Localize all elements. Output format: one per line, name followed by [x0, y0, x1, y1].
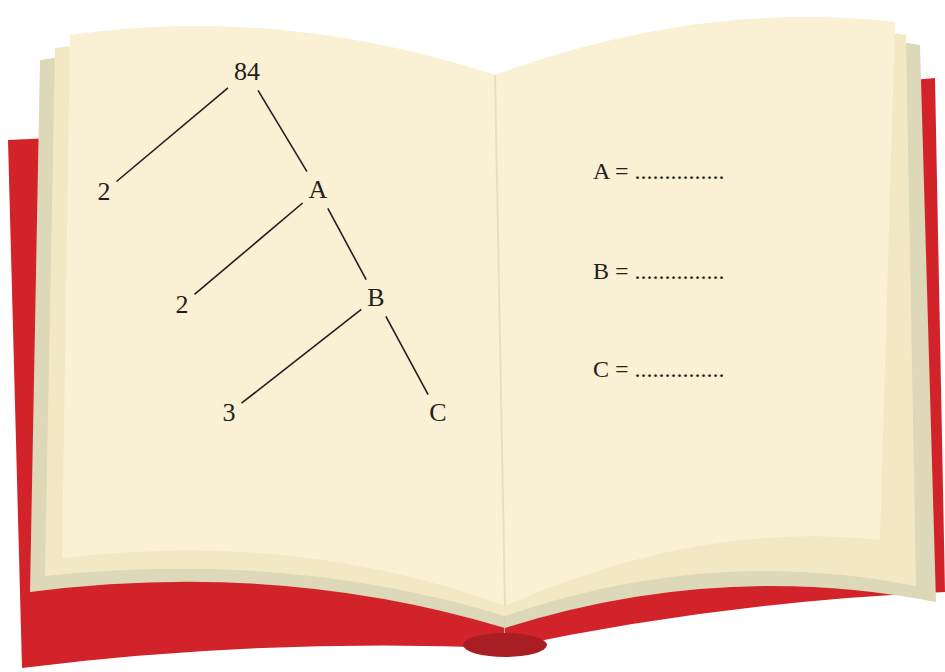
factor-number: C [429, 399, 446, 428]
factor-node: 2 [92, 174, 117, 211]
left-page [62, 26, 505, 606]
factor-branch [242, 309, 362, 403]
factor-number: 3 [223, 399, 236, 428]
factor-number: 2 [98, 178, 111, 207]
factor-number: A [309, 176, 328, 205]
answer-line: A = ............... [593, 158, 725, 184]
factor-node: 84 [228, 54, 266, 91]
factor-number: 84 [234, 58, 260, 87]
factor-node: 3 [217, 395, 242, 432]
factor-node: 2 [170, 287, 195, 324]
answer-line: C = ............... [593, 356, 725, 382]
factor-branch [258, 90, 307, 171]
right-page [495, 17, 895, 606]
factor-node: A [303, 172, 334, 209]
factor-branch [195, 203, 303, 294]
answer-line: B = ............... [593, 258, 725, 284]
factor-number: 2 [176, 291, 189, 320]
factor-number: B [367, 284, 384, 313]
factor-node: B [361, 280, 390, 317]
page-fold [495, 75, 505, 606]
factor-branch [386, 316, 428, 394]
factor-branch [328, 208, 366, 279]
factor-branch [117, 88, 229, 182]
factor-node: C [423, 395, 452, 432]
bookmark-ribbon [463, 633, 547, 657]
